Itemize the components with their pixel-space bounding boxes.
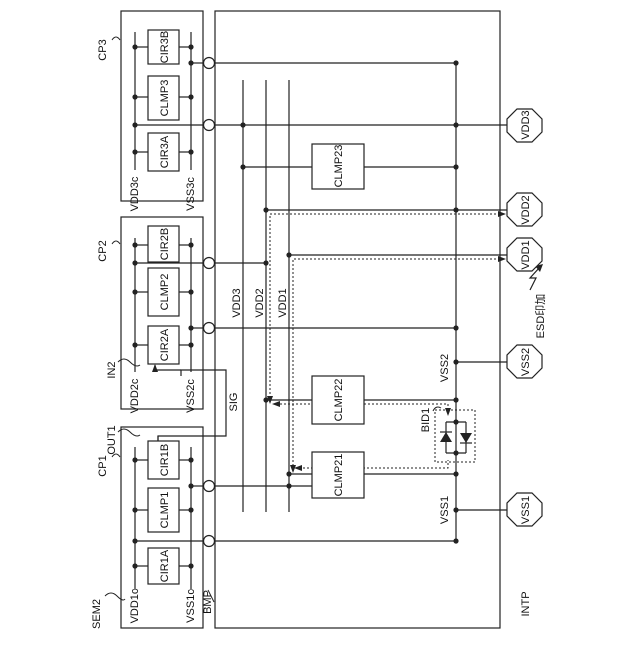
bump (204, 58, 215, 69)
label-sem2: SEM2 (91, 599, 103, 629)
label-vss3c: VSS3c (185, 177, 197, 211)
label-cp1: CP1 (97, 455, 109, 476)
label-terminal-vss1: VSS1 (520, 496, 532, 524)
label-vss2c: VSS2c (185, 379, 197, 413)
label-cp2: CP2 (97, 240, 109, 261)
bump (204, 258, 215, 269)
label-intp: INTP (520, 591, 532, 616)
label-terminal-vdd3: VDD3 (520, 110, 532, 139)
label-cp3: CP3 (97, 39, 109, 60)
label-out1: OUT1 (106, 425, 118, 454)
label-terminal-vss2: VSS2 (520, 348, 532, 376)
label-clmp23: CLMP23 (333, 145, 345, 188)
label-vss2: VSS2 (439, 354, 451, 382)
label-in2: IN2 (106, 361, 118, 378)
label-esd: ESD印加 (534, 294, 547, 339)
label-cir1b: CIR1B (159, 444, 171, 476)
label-vss1c: VSS1c (185, 589, 197, 623)
label-vdd3c: VDD3c (129, 176, 141, 211)
label-cir3b: CIR3B (159, 31, 171, 63)
label-sig: SIG (228, 393, 240, 412)
diode-down-icon (460, 433, 472, 443)
label-bus-vdd3: VDD3 (231, 288, 243, 317)
interposer-outline (215, 11, 500, 628)
label-bmp: BMP (202, 590, 214, 614)
label-bus-vdd2: VDD2 (254, 288, 266, 317)
label-terminal-vdd2: VDD2 (520, 195, 532, 224)
label-cir1a: CIR1A (159, 549, 171, 582)
label-vss1: VSS1 (439, 496, 451, 524)
bump (204, 536, 215, 547)
bump (204, 120, 215, 131)
diode-up-icon (440, 432, 452, 442)
bump (204, 323, 215, 334)
label-clmp3: CLMP3 (159, 80, 171, 117)
label-clmp1: CLMP1 (159, 492, 171, 529)
bump (204, 481, 215, 492)
label-vdd1c: VDD1c (129, 588, 141, 623)
label-cir2b: CIR2B (159, 228, 171, 260)
label-cir3a: CIR3A (159, 135, 171, 168)
label-bus-vdd1: VDD1 (277, 288, 289, 317)
label-clmp21: CLMP21 (333, 454, 345, 497)
label-clmp22: CLMP22 (333, 379, 345, 422)
label-terminal-vdd1: VDD1 (520, 240, 532, 269)
label-vdd2c: VDD2c (129, 378, 141, 413)
label-clmp2: CLMP2 (159, 274, 171, 311)
label-cir2a: CIR2A (159, 328, 171, 361)
label-bid1: BID1 (420, 408, 432, 432)
